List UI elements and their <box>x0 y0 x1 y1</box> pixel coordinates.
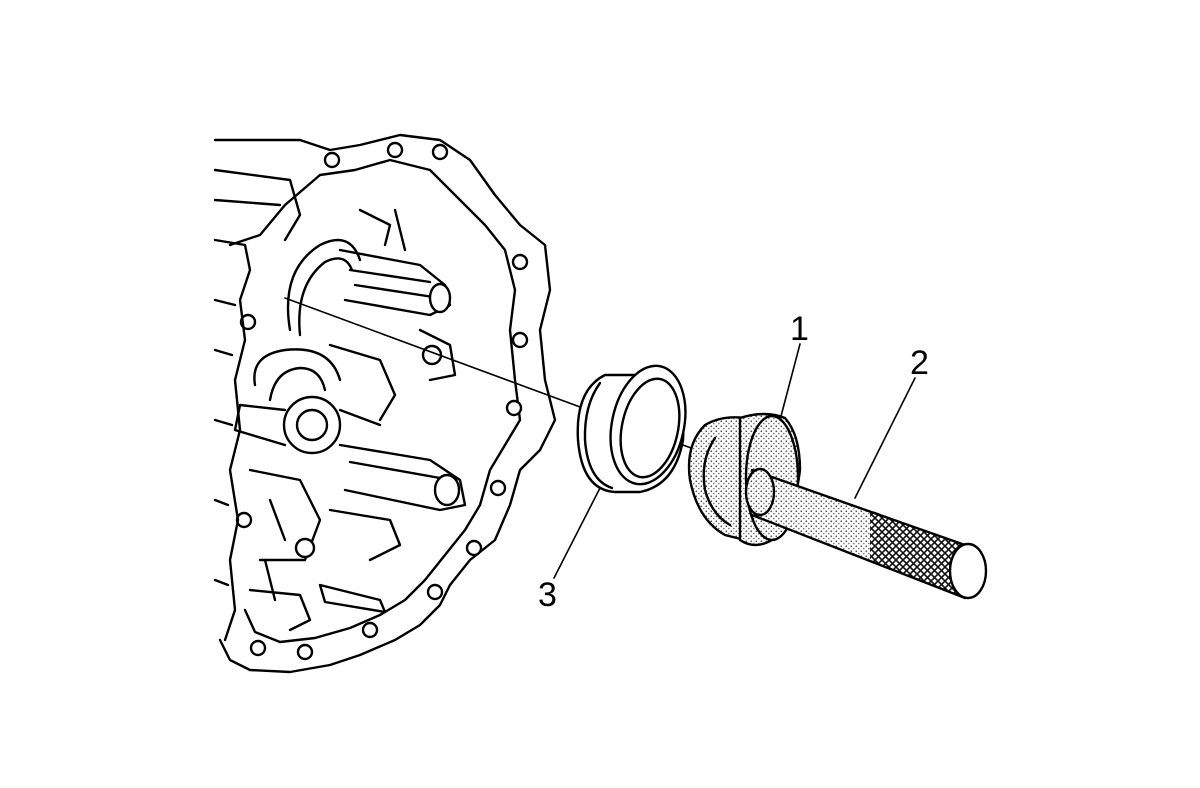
transmission-case-icon <box>213 133 557 674</box>
callout-2: 2 <box>910 344 929 382</box>
callout-1: 1 <box>790 310 809 348</box>
bolt-hole-icon <box>235 141 529 661</box>
handle-icon <box>744 467 988 600</box>
leader-line-2 <box>854 377 916 499</box>
callout-3: 3 <box>538 576 557 614</box>
leader-line-3 <box>553 487 601 579</box>
leader-line-1 <box>779 343 801 421</box>
seal-ring-icon <box>576 364 687 494</box>
